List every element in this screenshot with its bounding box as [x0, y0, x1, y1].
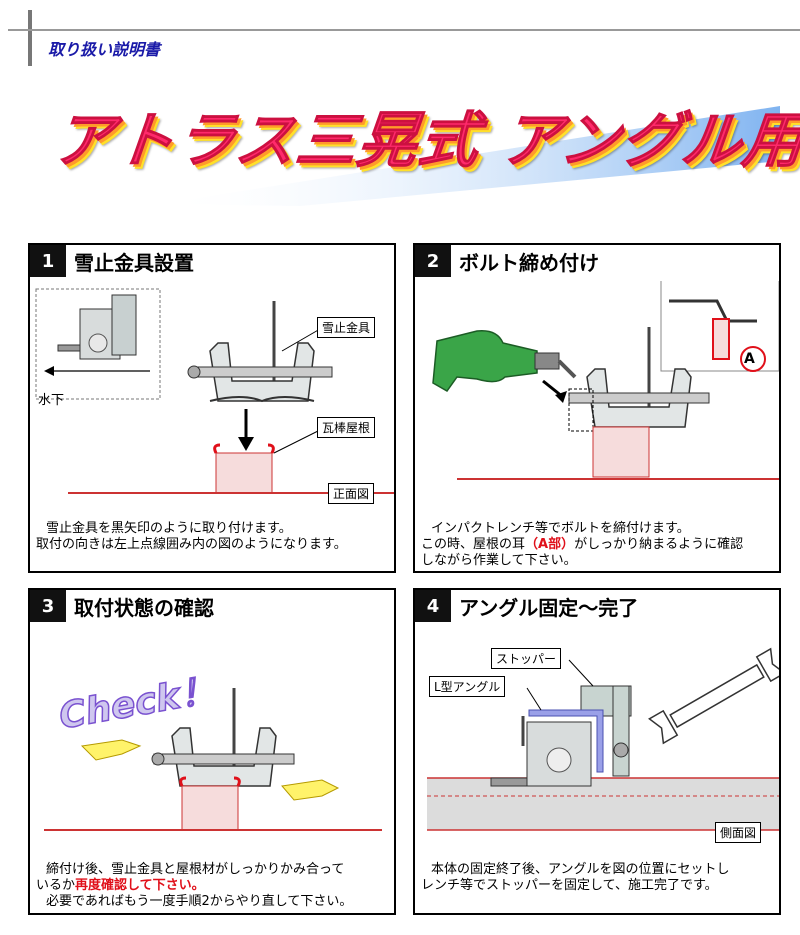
wrench-icon — [648, 647, 779, 745]
step-desc-line: この時、屋根の耳（A部）がしっかり納まるように確認 — [421, 537, 743, 553]
step-header: 1 雪止金具設置 — [30, 245, 194, 277]
label-stopper: ストッパー — [491, 648, 562, 669]
label-snow-stop: 雪止金具 — [317, 317, 376, 338]
step-desc-line: 取付の向きは左上点線囲み内の図のようになります。 — [36, 537, 347, 552]
step-title: 取付状態の確認 — [74, 595, 214, 620]
label-roof: 瓦棒屋根 — [317, 417, 376, 438]
title-banner: アトラス三晃式 アングル用 — [40, 86, 800, 206]
label-front-view: 正面図 — [328, 483, 375, 504]
header-accent-bar — [28, 10, 32, 66]
desc-highlight: 再度確認して下さい。 — [75, 878, 205, 893]
step-desc-line: 本体の固定終了後、アングルを図の位置にセットし — [431, 862, 730, 877]
label-side-view: 側面図 — [715, 822, 762, 843]
step3-illustration — [44, 688, 382, 831]
step4-illustration — [427, 647, 779, 831]
step-title: ボルト締め付け — [459, 250, 599, 275]
step-panel-2: 2 ボルト締め付け A インパクトレンチ等でボルトを締付けます。 この時、屋根の… — [413, 243, 781, 573]
desc-fragment: がしっかり納まるように確認 — [574, 537, 744, 552]
step-desc-line: レンチ等でストッパーを固定して、施工完了です。 — [421, 878, 718, 893]
step-panel-1: 1 雪止金具設置 雪止金具 瓦棒屋根 正面図 水下 雪止金具を黒矢印のように取り… — [28, 243, 396, 573]
step-desc-line: 雪止金具を黒矢印のように取り付けます。 — [46, 521, 292, 536]
label-water-down: 水下 — [38, 393, 65, 408]
step1-illustration — [35, 288, 394, 494]
step-desc-line: インパクトレンチ等でボルトを締付けます。 — [431, 521, 690, 536]
main-title: アトラス三晃式 アングル用 — [49, 106, 800, 177]
step-title: アングル固定～完了 — [459, 595, 639, 620]
desc-fragment: いるか — [36, 878, 76, 893]
header-rule — [8, 29, 800, 31]
step-panel-4: 4 アングル固定～完了 ストッパー L型アングル 側面図 本体の固定終了後、アン… — [413, 588, 781, 915]
label-l-angle: L型アングル — [429, 676, 506, 697]
step-desc-line: しながら作業して下さい。 — [421, 553, 577, 568]
step2-illustration — [432, 281, 779, 480]
step-number: 1 — [30, 245, 66, 277]
desc-highlight: （A部） — [525, 537, 575, 552]
step-header: 2 ボルト締め付け — [415, 245, 599, 277]
step-desc-line: 必要であればもう一度手順2からやり直して下さい。 — [46, 894, 353, 909]
step-header: 3 取付状態の確認 — [30, 590, 214, 622]
label-part-a: A — [744, 351, 755, 367]
doc-label: 取り扱い説明書 — [48, 40, 161, 59]
step-desc-line: いるか再度確認して下さい。 — [36, 878, 205, 894]
banner-swoosh — [160, 106, 780, 206]
step-number: 4 — [415, 590, 451, 622]
desc-fragment: この時、屋根の耳 — [421, 537, 526, 552]
step-title: 雪止金具設置 — [74, 250, 194, 275]
step-desc-line: 締付け後、雪止金具と屋根材がしっかりかみ合って — [46, 862, 345, 877]
step-header: 4 アングル固定～完了 — [415, 590, 638, 622]
step-number: 3 — [30, 590, 66, 622]
step-number: 2 — [415, 245, 451, 277]
step-panel-3: 3 取付状態の確認 Check！ 締付け後、雪止金具と屋根材がしっかりかみ合って… — [28, 588, 396, 915]
